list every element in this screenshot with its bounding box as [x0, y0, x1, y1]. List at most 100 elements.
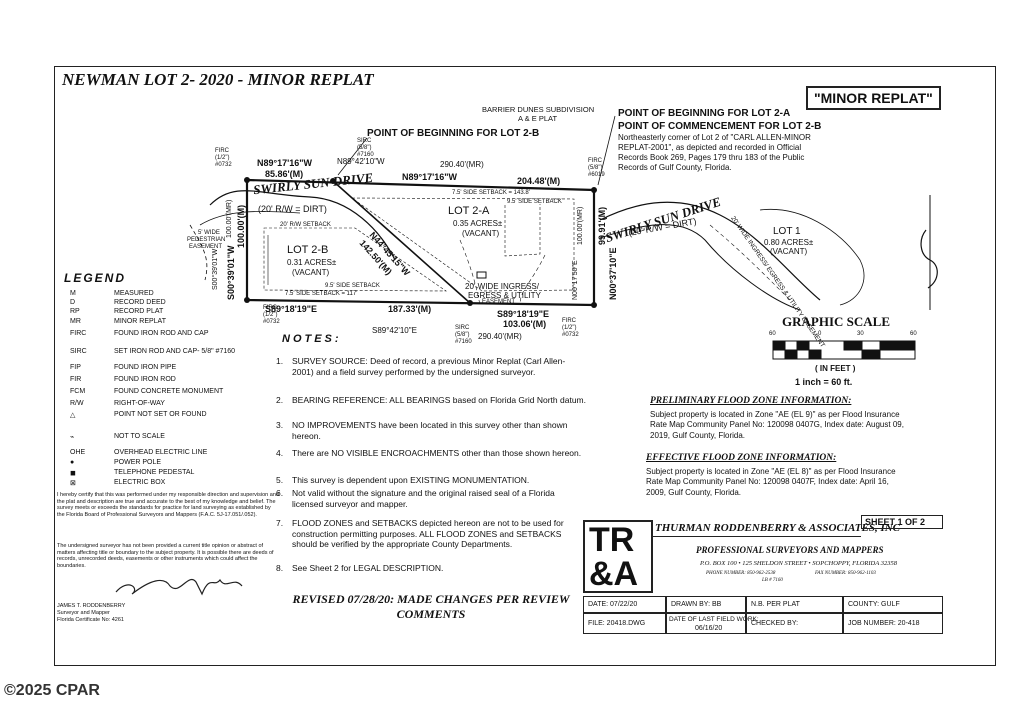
legend-abbr: FIRC: [70, 330, 87, 337]
date-cell: DATE: 07/22/20: [583, 596, 666, 613]
note-item: 5.This survey is dependent upon EXISTING…: [276, 475, 586, 486]
copyright-watermark: ©2025 CPAR: [4, 682, 100, 699]
notes-title: NOTES:: [282, 333, 342, 345]
drawn-value: DRAWN BY: BB: [671, 601, 722, 608]
nb-value: N.B. PER PLAT: [751, 601, 800, 608]
signature: [115, 578, 243, 596]
note-text: Not valid without the signature and the …: [292, 488, 555, 509]
firc-marker-4: FIRC (1/2") #0732: [562, 318, 579, 338]
note-text: FLOOD ZONES and SETBACKS depicted hereon…: [292, 518, 564, 550]
lot1-vacant: (VACANT): [770, 247, 808, 256]
sheet-border: [54, 66, 996, 666]
checked-value: CHECKED BY:: [751, 620, 799, 627]
company-fax: FAX NUMBER: 850-962-1103: [815, 571, 876, 576]
legend-text: MEASURED: [114, 290, 154, 297]
legend-text: FOUND CONCRETE MONUMENT: [114, 388, 224, 395]
legend-abbr: ⊠: [70, 480, 76, 487]
bearing-n3: N89°17'16"W: [402, 172, 458, 182]
sirc-marker-1: SIRC (5/8") #7160: [357, 138, 374, 158]
company-logo: TR &A: [583, 520, 653, 593]
scale-tick: 60: [769, 331, 776, 337]
date-value: DATE: 07/22/20: [588, 601, 638, 608]
street-edge: [599, 201, 821, 301]
logo-line-1: TR: [589, 521, 635, 559]
note-text: See Sheet 2 for LEGAL DESCRIPTION.: [292, 563, 444, 573]
setback-label: 7.5' SIDE SETBACK = 143.8': [452, 190, 530, 196]
legend-abbr: FCM: [70, 388, 86, 395]
easement-label-1: 20' WIDE INGRESS/: [465, 282, 539, 291]
ped-easement-1: 5' WIDE: [198, 230, 220, 236]
legend-abbr: ⌁: [70, 434, 75, 441]
page-title: NEWMAN LOT 2- 2020 - MINOR REPLAT: [62, 70, 374, 89]
pob-desc-1: Northeasterly corner of Lot 2 of "CARL A…: [618, 133, 811, 142]
street-edge: [599, 224, 801, 311]
note-item: 1.SURVEY SOURCE: Deed of record, a previ…: [276, 356, 586, 377]
file-value: FILE: 20418.DWG: [588, 620, 646, 627]
job-cell: JOB NUMBER: 20-418: [843, 613, 943, 634]
distance-e2: 100.00'(MR): [577, 206, 584, 245]
note-number: 7.: [276, 518, 284, 528]
lot1-label: LOT 1: [773, 226, 801, 237]
legend-text: FOUND IRON ROD AND CAP: [114, 330, 209, 337]
bearing-e2: N00°17'50"E: [572, 260, 579, 300]
note-text: There are NO VISIBLE ENCROACHMENTS other…: [292, 448, 582, 458]
pob-lot2a: POINT OF BEGINNING FOR LOT 2-A: [618, 108, 791, 119]
bearing-s1: S89°18'19"E: [265, 304, 318, 314]
distance-n2: 290.40'(MR): [440, 160, 484, 169]
scale-tick: 30: [857, 331, 864, 337]
surveyor-name: JAMES T. RODDENBERRY: [57, 603, 126, 609]
legend-abbr: M: [70, 290, 76, 297]
note-item: 6.Not valid without the signature and th…: [276, 488, 586, 509]
legend-abbr: R/W: [70, 400, 84, 407]
easement-label-2: EGRESS & UTILITY: [468, 291, 541, 300]
legend-text: MINOR REPLAT: [114, 318, 166, 325]
distance-s2: 103.06'(M): [503, 319, 547, 329]
surveyor-role: Surveyor and Mapper: [57, 609, 110, 616]
sheet-number-box: SHEET 1 OF 2: [861, 515, 943, 529]
note-number: 3.: [276, 420, 284, 430]
legend-abbr: FIP: [70, 364, 81, 371]
easement-label-3: EASEMENT: [482, 299, 516, 305]
legend-text: FOUND IRON PIPE: [114, 364, 177, 371]
leader-line: [597, 115, 616, 186]
bearing-n1: N89°17'16"W: [257, 158, 313, 168]
drawn-cell: DRAWN BY: BB: [666, 596, 746, 613]
legend-abbr: ◼: [70, 470, 76, 477]
distance-s3: 290.40'(MR): [478, 332, 522, 341]
scale-ratio: 1 inch = 60 ft.: [795, 377, 853, 387]
legend-text: POINT NOT SET OR FOUND: [114, 411, 207, 418]
note-number: 8.: [276, 563, 284, 573]
corner-marker: [467, 300, 473, 306]
graphic-scale-title: GRAPHIC SCALE: [782, 314, 890, 329]
lot2a-vacant: (VACANT): [462, 229, 500, 238]
pob-desc-3: Records Book 269, Pages 179 thru 183 of …: [618, 153, 805, 162]
legend-text: OVERHEAD ELECTRIC LINE: [114, 449, 208, 456]
lot2b-label: LOT 2-B: [287, 244, 329, 256]
bearing-e1: N00°37'10"E: [608, 247, 618, 300]
last-field-cell: DATE OF LAST FIELD WORK: 06/16/20: [666, 613, 759, 634]
legend-abbr: SIRC: [70, 348, 87, 355]
legend-text: NOT TO SCALE: [114, 433, 165, 440]
legend-abbr: D: [70, 299, 76, 306]
electric-box-marker: [476, 271, 487, 279]
last-field-date: 06/16/20: [695, 625, 723, 632]
legend-text: RIGHT-OF-WAY: [114, 400, 165, 407]
legend-text: RECORD DEED: [114, 299, 166, 306]
file-cell: FILE: 20418.DWG: [583, 613, 666, 634]
legend-text: SET IRON ROD AND CAP- 5/8" #7160: [114, 348, 236, 355]
corner-marker: [244, 297, 250, 303]
firc-marker-3: FIRC (1/2") #0732: [263, 305, 280, 325]
flood-eff-text: Subject property is located in Zone "AE …: [646, 467, 896, 497]
sirc-marker-2: SIRC (5/8") #7160: [455, 325, 472, 345]
lot2b-area: 0.31 ACRES±: [287, 258, 337, 267]
distance-s1: 187.33'(M): [388, 304, 432, 314]
corner-marker: [244, 177, 250, 183]
street-rw-1: (20' R/W = DIRT): [258, 204, 327, 214]
flood-eff-title: EFFECTIVE FLOOD ZONE INFORMATION:: [646, 453, 837, 463]
note-item: 4.There are NO VISIBLE ENCROACHMENTS oth…: [276, 448, 586, 459]
note-text: SURVEY SOURCE: Deed of record, a previou…: [292, 356, 566, 377]
legend: LEGEND: [64, 271, 126, 285]
barrier-label: BARRIER DUNES SUBDIVISION: [482, 105, 595, 114]
pob-desc-4: Records of Gulf County, Florida.: [618, 163, 732, 172]
